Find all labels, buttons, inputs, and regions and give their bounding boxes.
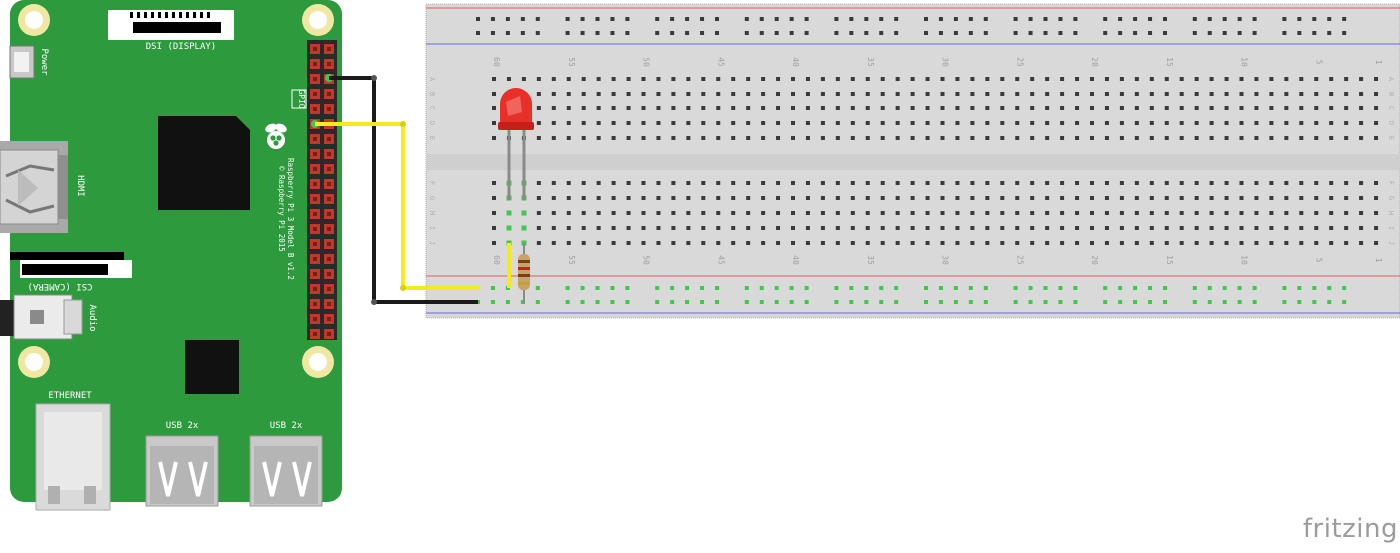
resistor	[518, 243, 530, 304]
column-number-label: 60	[492, 255, 501, 265]
mounting-holes	[18, 4, 334, 378]
csi-connector: CSI (CAMERA)	[10, 252, 132, 291]
row-letter-label: F	[428, 181, 436, 185]
column-number-label: 45	[716, 255, 725, 265]
power-connector: Power	[9, 45, 49, 79]
column-number-label: 60	[492, 57, 501, 67]
column-number-label: 1	[1374, 258, 1383, 263]
row-letter-label: A	[1387, 77, 1395, 82]
row-letter-label: G	[428, 196, 436, 200]
red-led	[498, 88, 534, 200]
ethernet-label: ETHERNET	[48, 391, 92, 401]
row-letter-label: B	[428, 92, 436, 96]
usb-port-1: USB 2x	[145, 421, 219, 507]
row-letter-label: D	[1387, 121, 1395, 125]
column-number-label: 30	[941, 255, 950, 265]
column-number-label: 40	[791, 255, 800, 265]
column-number-label: 20	[1090, 57, 1099, 67]
dsi-label: DSI (DISPLAY)	[146, 42, 216, 52]
usb1-label: USB 2x	[166, 421, 199, 431]
row-letter-label: G	[1387, 196, 1395, 200]
gpio-header	[307, 40, 337, 340]
column-number-label: 25	[1015, 255, 1024, 265]
raspberry-logo	[265, 123, 287, 149]
column-number-label: 35	[866, 57, 875, 67]
column-number-label: 50	[642, 57, 651, 67]
ethernet-port: ETHERNET	[35, 391, 111, 511]
row-letter-label: F	[1387, 181, 1395, 185]
column-number-label: 15	[1165, 57, 1174, 67]
row-letter-label: B	[1387, 92, 1395, 96]
model-label: Raspberry Pi 3 Model B v1.2	[286, 158, 295, 280]
breadboard-holes	[476, 17, 1379, 304]
raspberry-pi-board: DSI (DISPLAY) Power HDMI GPIO	[0, 0, 342, 511]
usb-port-2: USB 2x	[249, 421, 323, 507]
column-number-label: 30	[941, 57, 950, 67]
row-letter-label: D	[428, 121, 436, 125]
column-number-label: 20	[1090, 255, 1099, 265]
row-letter-label: I	[1387, 226, 1395, 230]
fritzing-watermark: fritzing	[1302, 514, 1398, 544]
resistor-band-3	[518, 274, 530, 277]
row-letter-label: E	[1387, 136, 1395, 140]
column-number-label: 10	[1240, 255, 1249, 265]
pi-pcb	[10, 0, 342, 502]
center-channel	[426, 154, 1400, 170]
breadboard-labels: 6060555550504545404035353030252520201515…	[428, 57, 1395, 265]
copyright-label: © Raspberry Pi 2015	[277, 166, 286, 252]
row-letter-label: H	[428, 211, 436, 215]
column-number-label: 55	[567, 255, 576, 265]
column-number-label: 1	[1374, 60, 1383, 65]
column-number-label: 50	[642, 255, 651, 265]
row-letter-label: J	[428, 241, 436, 245]
audio-jack: Audio	[0, 294, 97, 340]
column-number-label: 15	[1165, 255, 1174, 265]
csi-label: CSI (CAMERA)	[27, 281, 92, 291]
row-letter-label: A	[428, 77, 436, 82]
gpio-label: GPIO	[297, 89, 306, 108]
resistor-band-4	[518, 282, 530, 285]
ground-wire	[329, 75, 478, 305]
column-number-label: 25	[1015, 57, 1024, 67]
audio-label: Audio	[87, 304, 97, 331]
column-number-label: 55	[567, 57, 576, 67]
row-letter-label: C	[1387, 106, 1395, 110]
dsi-connector: DSI (DISPLAY)	[108, 10, 234, 52]
usb-controller-chip	[185, 340, 239, 394]
row-letter-label: H	[1387, 211, 1395, 215]
column-number-label: 5	[1314, 60, 1323, 65]
gpio-label-box	[291, 89, 307, 109]
soc-chip	[158, 116, 250, 210]
column-number-label: 45	[716, 57, 725, 67]
usb2-label: USB 2x	[270, 421, 303, 431]
power-label: Power	[39, 48, 49, 76]
signal-wire	[315, 121, 480, 291]
row-letter-label: C	[428, 106, 436, 110]
resistor-band-2	[518, 267, 530, 270]
resistor-band-1	[518, 260, 530, 263]
column-number-label: 10	[1240, 57, 1249, 67]
column-number-label: 5	[1314, 258, 1323, 263]
row-letter-label: I	[428, 226, 436, 230]
hdmi-label: HDMI	[75, 175, 85, 197]
column-number-label: 40	[791, 57, 800, 67]
row-letter-label: J	[1387, 241, 1395, 245]
hdmi-connector: HDMI	[0, 141, 85, 233]
breadboard: 6060555550504545404035353030252520201515…	[425, 3, 1400, 319]
row-letter-label: E	[428, 136, 436, 140]
led-rim	[498, 122, 534, 130]
column-number-label: 35	[866, 255, 875, 265]
